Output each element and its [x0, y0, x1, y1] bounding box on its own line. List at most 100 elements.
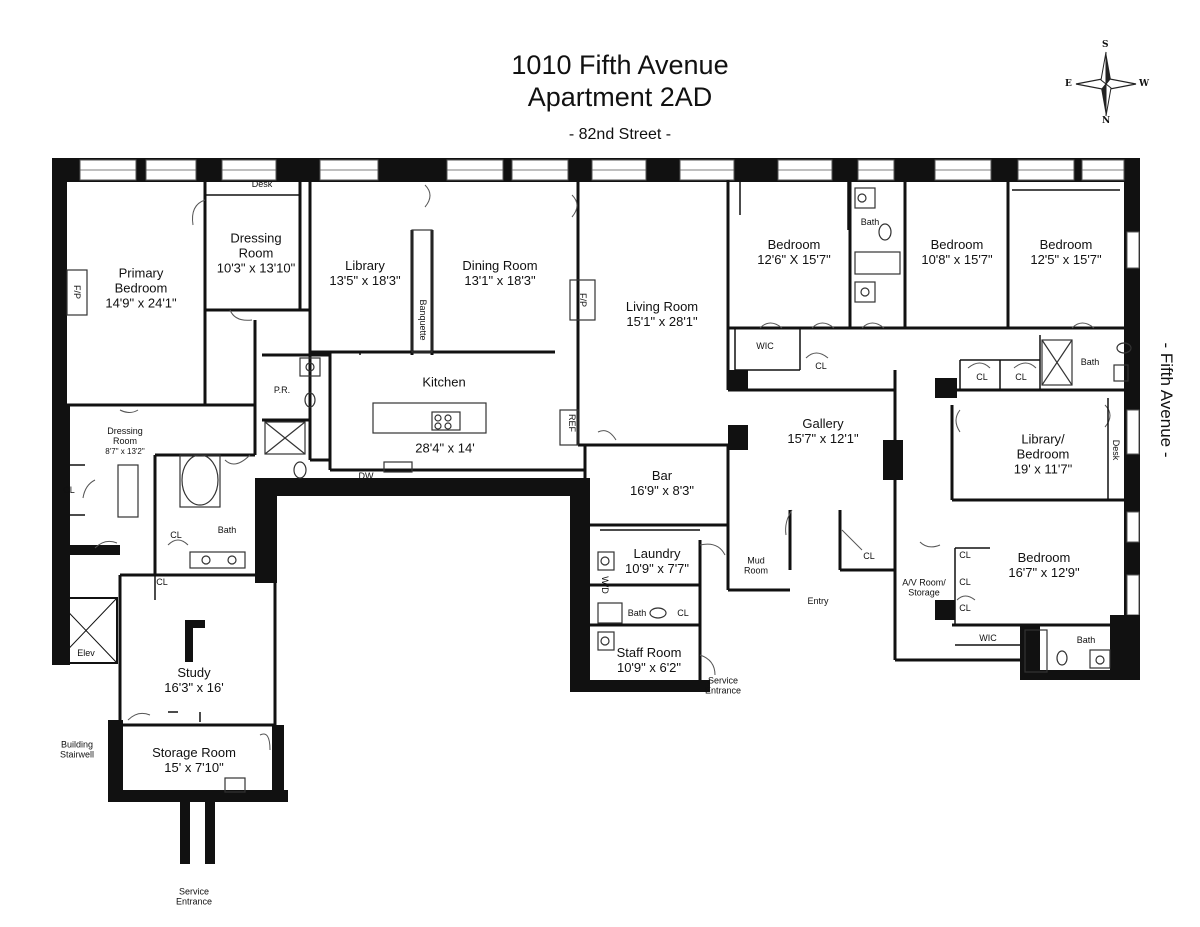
closet-label: CL	[976, 371, 988, 382]
room-name: Bar	[651, 468, 673, 484]
street-label: - 82nd Street -	[568, 126, 672, 143]
room-bedroom-4: Bedroom 16'7" x 12'9"	[1008, 550, 1079, 581]
stairwell-line: Building	[60, 739, 94, 750]
room-study: Study 16'3" x 16'	[164, 665, 224, 696]
room-name: Dining Room	[462, 258, 538, 274]
av-room-line: Storage	[908, 588, 940, 598]
desk-label: Desk	[251, 178, 273, 189]
powder-room-label: P.R.	[273, 384, 291, 395]
room-dressing-room: Dressing Room 10'3" x 13'10"	[216, 231, 296, 277]
room-name: Living Room	[625, 299, 699, 315]
banquette-label: Banquette	[418, 299, 428, 341]
room-dim: 16'3" x 16'	[164, 680, 224, 695]
room-dim: 12'6" X 15'7"	[757, 252, 831, 267]
bath-fixtures	[179, 187, 1132, 793]
study-desk	[185, 620, 205, 662]
building-stairwell-label: Building Stairwell	[60, 740, 94, 761]
room-name: Bedroom	[767, 237, 821, 253]
refrigerator-label: REF	[567, 414, 577, 432]
room-name: Bedroom	[1016, 446, 1070, 462]
service-entrance-label: Service Entrance	[176, 887, 212, 908]
windows-right	[1126, 231, 1140, 616]
av-room-line: A/V Room/	[902, 577, 946, 588]
room-library: Library 13'5" x 18'3"	[329, 258, 401, 289]
fireplace-label: F/P	[72, 284, 82, 300]
room-laundry: Laundry 10'9" x 7'7"	[624, 546, 690, 577]
room-dim: 15'7" x 12'1"	[787, 431, 859, 446]
room-bedroom-1: Bedroom 12'6" X 15'7"	[757, 237, 831, 268]
outer-walls	[52, 158, 1140, 678]
room-name: Room	[112, 436, 137, 447]
room-name: Study	[177, 665, 211, 681]
service-entrance-label: Service Entrance	[705, 676, 741, 697]
compass-s: S	[1102, 40, 1109, 50]
compass-icon	[1075, 51, 1137, 117]
fireplace-fixtures	[66, 269, 596, 321]
closet-label: CL	[677, 607, 689, 618]
room-bedroom-3: Bedroom 12'5" x 15'7"	[1030, 237, 1102, 268]
door-swings	[82, 184, 1111, 751]
room-library-bedroom: Library/ Bedroom 19' x 11'7"	[1013, 431, 1073, 478]
compass-w: W	[1139, 79, 1150, 89]
service-entrance-line: Service	[178, 886, 209, 897]
bath-label: Bath	[627, 607, 647, 618]
closet-label: CL	[959, 576, 971, 587]
elevator-label: Elev	[77, 647, 95, 658]
room-dim: 10'3" x 13'10"	[216, 260, 296, 276]
room-kitchen-name: Kitchen	[422, 374, 466, 390]
room-living-room: Living Room 15'1" x 28'1"	[625, 299, 699, 330]
dressing-island	[117, 464, 139, 518]
room-name: Bedroom	[930, 237, 984, 253]
wic-label: WIC	[756, 340, 774, 351]
room-dining-room: Dining Room 13'1" x 18'3"	[462, 258, 538, 289]
closet-label: CL	[959, 549, 971, 560]
closet-label: CL	[1015, 371, 1027, 382]
dishwasher-label: DW	[358, 470, 374, 481]
room-dim: 19' x 11'7"	[1013, 461, 1073, 477]
room-dim: 13'5" x 18'3"	[329, 273, 401, 288]
bath-label: Bath	[860, 216, 880, 227]
avenue-label: - Fifth Avenue -	[1157, 342, 1176, 458]
mud-room-line: Mud	[747, 555, 765, 566]
room-staff-room: Staff Room 10'9" x 6'2"	[616, 645, 682, 676]
room-gallery: Gallery 15'7" x 12'1"	[787, 416, 859, 447]
banquette-bench	[411, 229, 433, 353]
room-dim: 15'1" x 28'1"	[626, 314, 698, 329]
plan-subtitle: Apartment 2AD	[527, 82, 713, 112]
room-dim: 8'7" x 13'2"	[105, 446, 145, 456]
room-dim: 13'1" x 18'3"	[464, 273, 536, 288]
service-entrance-line: Service	[707, 675, 738, 686]
closet-label: CL	[815, 360, 827, 371]
outer-walls-lower	[52, 370, 1140, 864]
thin-walls	[70, 180, 1120, 722]
av-room-label: A/V Room/ Storage	[902, 578, 946, 599]
room-dim: 10'9" x 7'7"	[624, 561, 690, 576]
room-name: Library/	[1021, 431, 1065, 447]
room-name: Bedroom	[114, 280, 168, 296]
bath-label: Bath	[1080, 356, 1100, 367]
entry-label: Entry	[807, 595, 829, 606]
room-name: Bedroom	[1039, 237, 1093, 253]
mud-room-label: Mud Room	[744, 556, 768, 577]
service-entrance-line: Entrance	[704, 686, 742, 696]
room-dim: 16'9" x 8'3"	[629, 483, 695, 498]
room-storage-room: Storage Room 15' x 7'10"	[152, 745, 236, 776]
compass-n: N	[1102, 116, 1111, 126]
room-bedroom-2: Bedroom 10'8" x 15'7"	[921, 237, 992, 268]
room-primary-bedroom: Primary Bedroom 14'9" x 24'1"	[105, 266, 177, 312]
plan-title: 1010 Fifth Avenue	[511, 50, 729, 80]
room-dim: 12'5" x 15'7"	[1030, 252, 1102, 267]
room-dim: 14'9" x 24'1"	[105, 295, 177, 311]
stairwell-line: Stairwell	[59, 750, 95, 760]
fireplace-label: F/P	[578, 292, 588, 308]
room-dressing-room-small: Dressing Room 8'7" x 13'2"	[105, 426, 144, 456]
kitchen-fixtures	[372, 402, 579, 473]
mud-room-line: Room	[743, 566, 769, 576]
room-name: Laundry	[633, 546, 681, 562]
room-name: Room	[238, 245, 274, 261]
room-name: Staff Room	[616, 645, 682, 661]
service-entrance-line: Entrance	[175, 897, 213, 907]
closet-label: CL	[959, 602, 971, 613]
room-bar: Bar 16'9" x 8'3"	[629, 468, 695, 499]
